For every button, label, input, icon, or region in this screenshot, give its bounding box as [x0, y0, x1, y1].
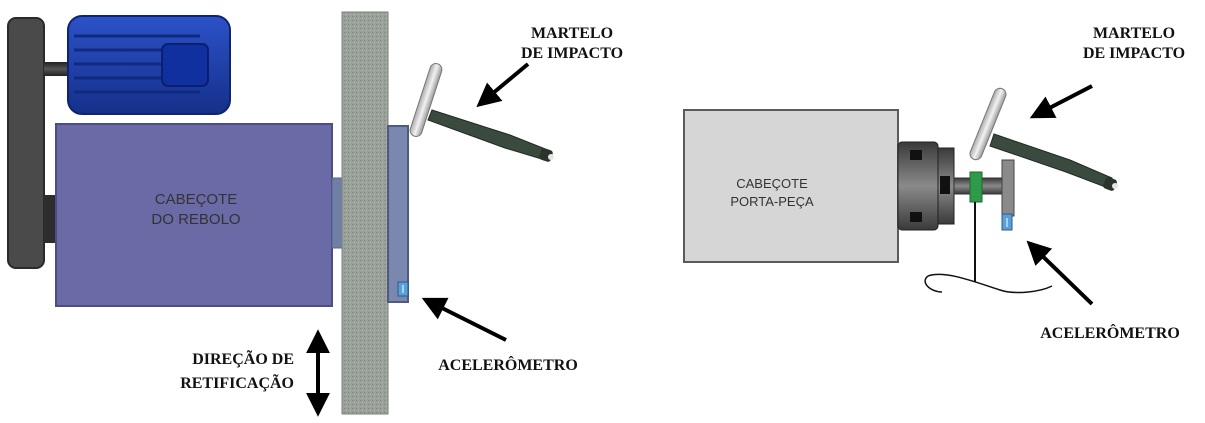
- grinding-head-block: [55, 123, 333, 307]
- left-diagram: CABEÇOTE DO REBOLO MARTELO DE IMPACTO AC…: [7, 11, 623, 417]
- grinding-head-label-line2: DO REBOLO: [151, 211, 240, 228]
- wheel-flange: [387, 125, 409, 303]
- accelerometer-pointer-arrow: [421, 297, 507, 342]
- grinding-head-label-line1: CABEÇOTE: [155, 191, 238, 208]
- hammer-label-line1: MARTELO: [531, 25, 613, 42]
- accelerometer-label: ACELERÔMETRO: [1040, 323, 1180, 342]
- hammer-label-line2: DE IMPACTO: [521, 45, 623, 62]
- accelerometer-label: ACELERÔMETRO: [438, 355, 578, 374]
- accelerometer-icon: [397, 281, 409, 297]
- electric-motor-icon: [67, 15, 231, 115]
- hammer-pointer-arrow: [1029, 84, 1093, 119]
- workpiece-icon: [969, 171, 983, 203]
- chuck-icon: [897, 141, 955, 231]
- hammer-pointer-arrow: [476, 62, 530, 108]
- direction-label-line2: RETIFICAÇÃO: [180, 373, 294, 392]
- accelerometer-icon: [1001, 213, 1013, 231]
- grinding-wheel-icon: [341, 11, 389, 415]
- impact-hammer-icon: [969, 87, 1118, 191]
- workpiece-disc: [1001, 159, 1015, 217]
- right-diagram: CABEÇOTE PORTA-PEÇA: [683, 25, 1185, 342]
- workhead-label-line1: CABEÇOTE: [736, 176, 808, 191]
- direction-label-line1: DIREÇÃO DE: [192, 349, 294, 368]
- hammer-label-line2: DE IMPACTO: [1083, 45, 1185, 62]
- hammer-label-line1: MARTELO: [1093, 25, 1175, 42]
- accelerometer-pointer-arrow: [1026, 240, 1094, 306]
- workhead-block: [683, 109, 899, 263]
- workhead-label-line2: PORTA-PEÇA: [730, 194, 814, 209]
- pulley-icon: [7, 17, 45, 269]
- impact-hammer-icon: [409, 63, 554, 162]
